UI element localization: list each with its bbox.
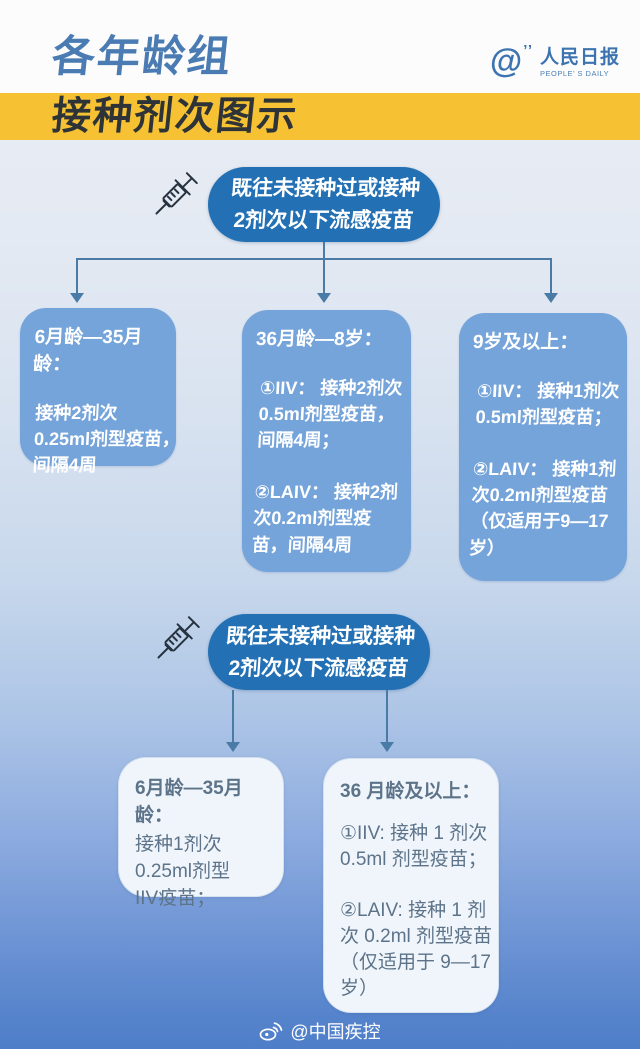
syringe-icon: [157, 616, 200, 659]
connector-left: [76, 258, 78, 294]
flow1-root-label: 既往未接种过或接种 2剂次以下流感疫苗: [229, 177, 421, 232]
logo-subtitle: PEOPLE’ S DAILY: [539, 68, 610, 78]
connector-stub: [323, 242, 325, 259]
box-title: 6月龄—35月龄：: [135, 778, 243, 826]
box-body: ①IIV: 接种 1 剂次 0.5ml 剂型疫苗； ②LAIV: 接种 1 剂 …: [340, 823, 493, 999]
box-title: 6月龄—35月龄：: [32, 327, 143, 375]
title-yellow-band: [0, 93, 640, 140]
box-body: 接种2剂次 0.25ml剂型疫苗， 间隔4周: [32, 403, 181, 476]
syringe-icon: [155, 172, 198, 215]
box-body: 接种1剂次 0.25ml剂型 IIV疫苗；: [135, 834, 231, 909]
connector-middle: [323, 258, 325, 294]
arrow-down-icon: [317, 293, 331, 303]
footer-credit-text: @中国疾控: [290, 1022, 381, 1042]
age-group-box-6m-35m: 6月龄—35月龄： 接种2剂次 0.25ml剂型疫苗， 间隔4周: [20, 308, 181, 475]
age-group-box-6m-35m-prev: 6月龄—35月龄： 接种1剂次 0.25ml剂型 IIV疫苗；: [118, 757, 284, 909]
header-background: [0, 0, 640, 93]
flow2-root-label: 既往未接种过或接种 2剂次以下流感疫苗: [224, 624, 416, 680]
arrow-down-icon: [70, 293, 84, 303]
flow2-root-node: 既往未接种过或接种 2剂次以下流感疫苗: [208, 614, 430, 690]
page-title-line1: 各年龄组: [49, 33, 235, 81]
flow1-root-node: 既往未接种过或接种 2剂次以下流感疫苗: [208, 167, 440, 242]
connector-right: [550, 258, 552, 294]
arrow-down-icon: [544, 293, 558, 303]
footer-credit: @中国疾控: [0, 1018, 640, 1044]
age-group-box-9y-plus: 9岁及以上： ①IIV： 接种1剂次 0.5ml剂型疫苗； ②LAIV： 接种1…: [459, 313, 627, 581]
logo-name: 人民日报: [539, 46, 620, 68]
peoples-daily-logo: @ ’’ 人民日报 PEOPLE’ S DAILY: [490, 42, 620, 79]
weibo-icon: [260, 1022, 283, 1041]
connector-horizontal: [76, 258, 552, 260]
signal-ticks-icon: ’’: [523, 42, 533, 59]
box-body: ①IIV： 接种2剂次 0.5ml剂型疫苗， 间隔4周； ②LAIV： 接种2剂…: [251, 378, 403, 555]
connector-left: [232, 690, 234, 743]
box-title: 36 月龄及以上：: [340, 781, 481, 802]
age-group-box-36m-plus-prev: 36 月龄及以上： ①IIV: 接种 1 剂次 0.5ml 剂型疫苗； ②LAI…: [323, 758, 499, 1013]
connector-right: [386, 690, 388, 743]
box-body: ①IIV： 接种1剂次 0.5ml剂型疫苗； ②LAIV： 接种1剂 次0.2m…: [468, 381, 620, 558]
box-title: 36月龄—8岁：: [255, 329, 384, 350]
box-title: 9岁及以上：: [472, 332, 580, 353]
arrow-down-icon: [226, 742, 240, 752]
page-title-line2: 接种剂次图示: [49, 95, 301, 138]
age-group-box-36m-8y: 36月龄—8岁： ①IIV： 接种2剂次 0.5ml剂型疫苗， 间隔4周； ②L…: [242, 310, 411, 572]
at-icon: @: [490, 42, 523, 79]
arrow-down-icon: [380, 742, 394, 752]
